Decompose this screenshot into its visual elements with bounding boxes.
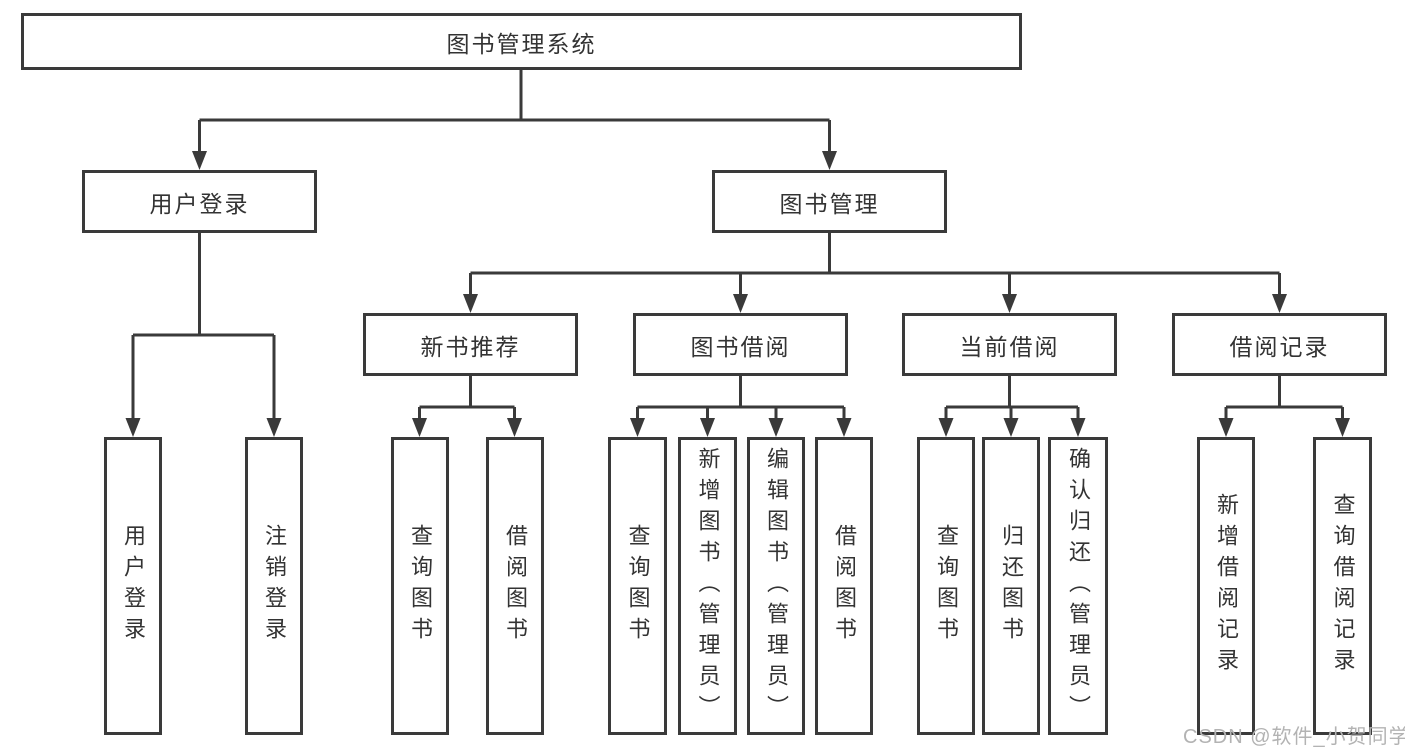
node-leaf-bb-add-books-admin-label: 新增图书（管理员） <box>695 446 721 726</box>
node-leaf-br-add-record: 新增借阅记录 <box>1197 437 1255 735</box>
node-leaf-nb-borrow-books-label: 借阅图书 <box>503 524 528 648</box>
node-leaf-cb-return-books: 归还图书 <box>982 437 1040 735</box>
connector-book-management-branch <box>463 233 1287 313</box>
node-leaf-cb-return-books-label: 归还图书 <box>999 524 1024 648</box>
node-leaf-nb-query-books: 查询图书 <box>391 437 449 735</box>
node-leaf-cb-confirm-return-admin: 确认归还（管理员） <box>1048 437 1108 735</box>
node-leaf-user-login-label: 用户登录 <box>121 524 146 648</box>
node-leaf-br-query-record: 查询借阅记录 <box>1313 437 1372 735</box>
node-leaf-bb-query-books-label: 查询图书 <box>625 524 651 648</box>
connector-new-book-branch <box>412 376 522 437</box>
node-leaf-br-add-record-label: 新增借阅记录 <box>1214 493 1239 679</box>
node-leaf-bb-borrow-books: 借阅图书 <box>815 437 873 735</box>
connector-user-login-branch <box>125 233 282 437</box>
node-borrowing-records: 借阅记录 <box>1172 313 1387 376</box>
node-leaf-bb-edit-books-admin: 编辑图书（管理员） <box>747 437 805 735</box>
node-leaf-cb-query-books-label: 查询图书 <box>934 524 959 648</box>
connector-root-branch <box>192 70 837 170</box>
node-root-label: 图书管理系统 <box>446 30 597 57</box>
connector-current-borrow-branch <box>938 376 1086 437</box>
node-user-login-branch-label: 用户登录 <box>149 190 250 217</box>
node-current-borrowing: 当前借阅 <box>902 313 1117 376</box>
node-leaf-cb-confirm-return-admin-label: 确认归还（管理员） <box>1066 446 1091 726</box>
node-book-management: 图书管理 <box>712 170 947 233</box>
connector-book-borrow-branch <box>630 376 852 437</box>
csdn-watermark: CSDN @软件_小贺同学 <box>1183 726 1405 747</box>
node-user-login-branch: 用户登录 <box>82 170 317 233</box>
node-leaf-cb-query-books: 查询图书 <box>917 437 975 735</box>
node-leaf-bb-add-books-admin: 新增图书（管理员） <box>678 437 737 735</box>
node-leaf-user-login: 用户登录 <box>104 437 162 735</box>
node-new-book-recommendation: 新书推荐 <box>363 313 578 376</box>
node-leaf-bb-query-books: 查询图书 <box>608 437 667 735</box>
node-leaf-nb-query-books-label: 查询图书 <box>408 524 433 648</box>
node-borrowing-records-label: 借阅记录 <box>1229 333 1330 360</box>
node-leaf-br-query-record-label: 查询借阅记录 <box>1330 493 1356 679</box>
node-new-book-recommendation-label: 新书推荐 <box>420 333 521 360</box>
node-leaf-nb-borrow-books: 借阅图书 <box>486 437 544 735</box>
node-leaf-logout: 注销登录 <box>245 437 303 735</box>
connector-borrow-records-branch <box>1218 376 1350 437</box>
node-book-borrowing-label: 图书借阅 <box>690 333 791 360</box>
node-book-management-label: 图书管理 <box>779 190 880 217</box>
node-leaf-bb-edit-books-admin-label: 编辑图书（管理员） <box>764 446 789 726</box>
node-leaf-logout-label: 注销登录 <box>262 524 287 648</box>
node-book-borrowing: 图书借阅 <box>633 313 848 376</box>
node-root: 图书管理系统 <box>21 13 1022 70</box>
node-leaf-bb-borrow-books-label: 借阅图书 <box>832 524 857 648</box>
node-current-borrowing-label: 当前借阅 <box>959 333 1060 360</box>
